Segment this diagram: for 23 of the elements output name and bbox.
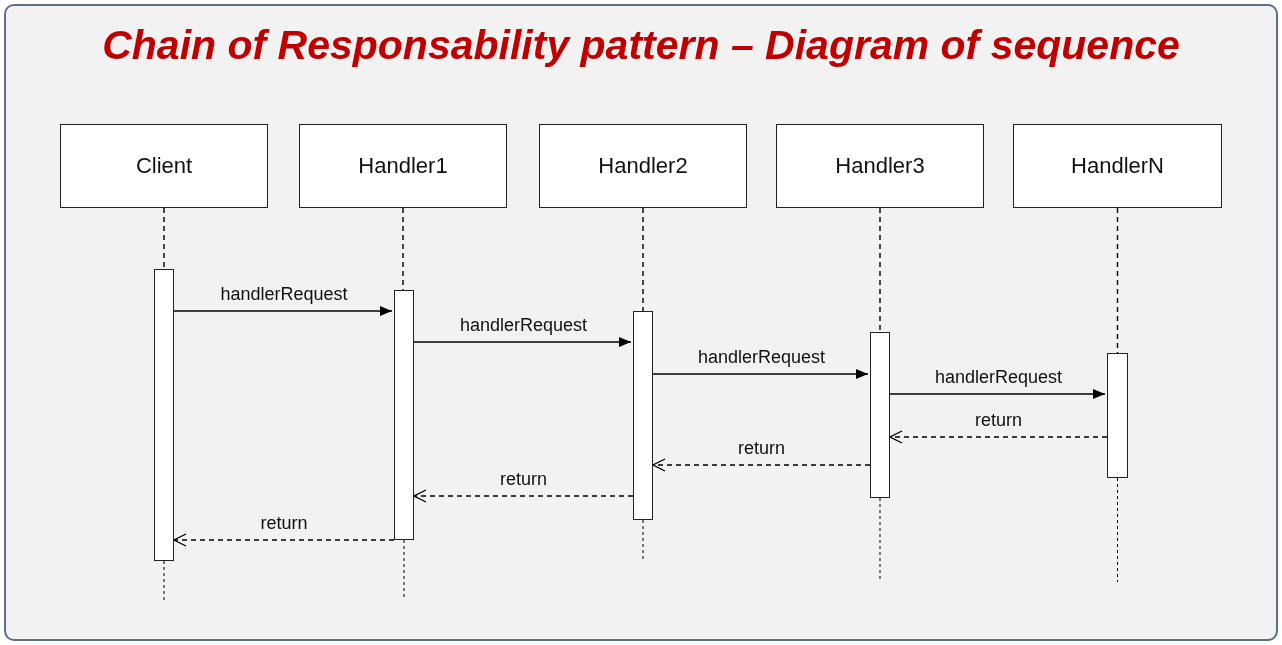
- return-arrow: [652, 458, 871, 472]
- return-arrow: [173, 533, 395, 547]
- return-arrow: [413, 489, 634, 503]
- activation-bar: [633, 311, 653, 520]
- return-arrow: [889, 430, 1108, 444]
- message-arrow: [413, 337, 632, 347]
- message-arrow: [652, 369, 869, 379]
- lifeline-header-box: Client: [60, 124, 268, 208]
- lifeline: [879, 207, 881, 333]
- activation-bar: [154, 269, 174, 561]
- lifeline-header-box: Handler3: [776, 124, 984, 208]
- activation-bar: [394, 290, 414, 540]
- lifeline: [163, 207, 165, 270]
- message-arrow: [889, 389, 1106, 399]
- activation-bar: [870, 332, 890, 498]
- lifeline-header-box: Handler1: [299, 124, 507, 208]
- activation-bar: [1107, 353, 1128, 478]
- lifeline-header-box: Handler2: [539, 124, 747, 208]
- lifeline-header-box: HandlerN: [1013, 124, 1222, 208]
- message-arrow: [173, 306, 393, 316]
- title: Chain of Responsability pattern – Diagram of sequence: [101, 22, 1181, 69]
- message-label: handlerRequest: [218, 284, 350, 305]
- lifeline: [642, 207, 644, 312]
